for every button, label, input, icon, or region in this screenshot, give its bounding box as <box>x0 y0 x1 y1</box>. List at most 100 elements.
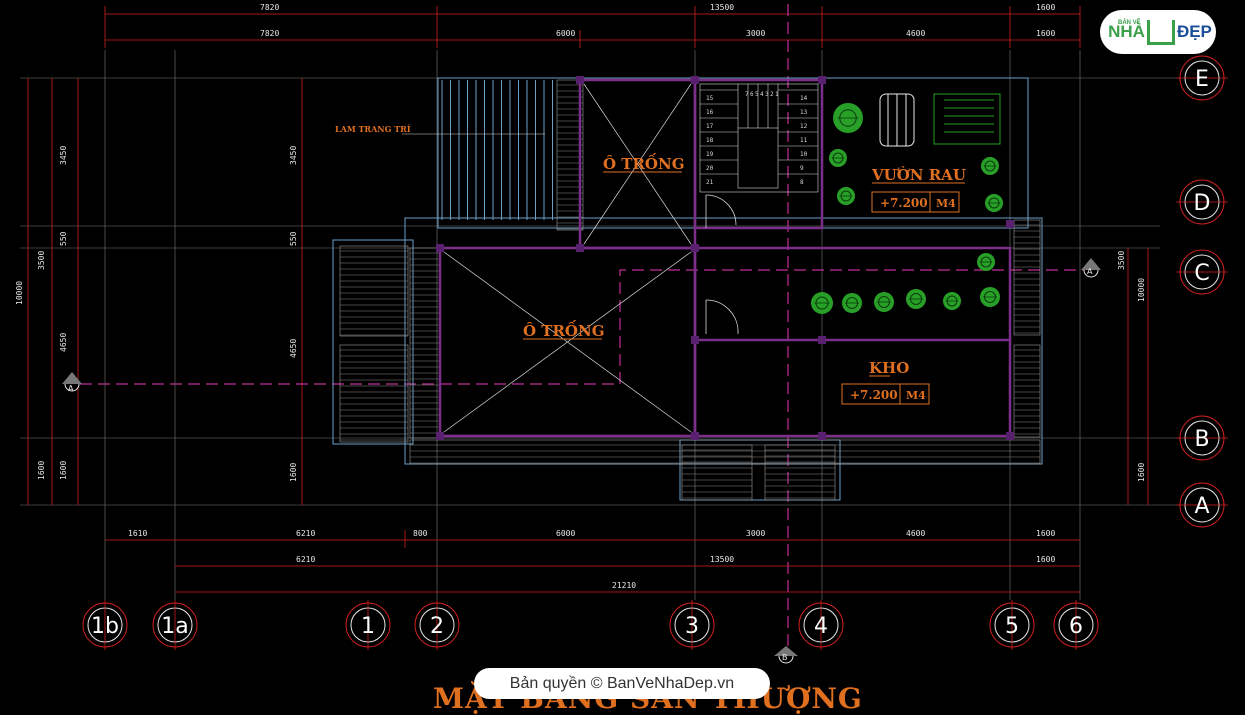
stair-number: 1 <box>775 91 779 98</box>
dim-bot-3: 800 <box>413 529 428 538</box>
dim-left-5: 1600 <box>37 461 46 480</box>
stair-number: 18 <box>706 137 714 144</box>
stair-number: 15 <box>706 95 714 102</box>
dim-left-3: 3500 <box>37 251 46 270</box>
annotation-label: LAM TRANG TRÍ <box>335 124 411 134</box>
section-lines <box>80 4 1090 652</box>
plant-icon <box>829 149 847 167</box>
section-mark-left: A <box>62 372 82 393</box>
dim-bot-6: 4600 <box>906 529 925 538</box>
grid-row-bubble-A: A <box>1176 482 1228 528</box>
stair-number: 20 <box>706 165 714 172</box>
plant-icon <box>943 292 961 310</box>
plant-icon <box>977 253 995 271</box>
plant-icon <box>906 289 926 309</box>
dim-bot-total: 21210 <box>612 581 636 590</box>
grid-row-label: A <box>1194 494 1209 519</box>
dim-right-1: 3500 <box>1117 251 1126 270</box>
dim-right-total: 10000 <box>1137 278 1146 302</box>
room-label-void-top: Ô TRỐNG <box>603 153 685 173</box>
bottom-dimension-lines <box>105 530 1080 593</box>
dim-top-4: 7820 <box>260 29 279 38</box>
dim-bot-5: 3000 <box>746 529 765 538</box>
stair-number: 12 <box>800 123 808 130</box>
grid-col-bubble-1b: 1b <box>82 600 128 650</box>
stair-number: 21 <box>706 179 714 186</box>
dim-top-3: 1600 <box>1036 3 1055 12</box>
dim-top-8: 1600 <box>1036 29 1055 38</box>
plant-icon <box>980 287 1000 307</box>
room-labels: Ô TRỐNG Ô TRỐNG VƯỜN RAU +7.200 M4 KHO +… <box>523 153 966 405</box>
decorative-louvers <box>441 80 553 220</box>
dim-bot-2: 6210 <box>296 529 315 538</box>
dim-bot-10: 1600 <box>1036 555 1055 564</box>
garden-bench <box>933 93 1001 145</box>
grid-row-label: D <box>1194 191 1211 216</box>
dim-left-total: 10000 <box>15 281 24 305</box>
grid-col-label: 1b <box>91 614 119 639</box>
top-dimension-text: 7820 13500 1600 7820 6000 3000 4600 1600 <box>260 3 1055 38</box>
dim-left-6: 1600 <box>59 461 68 480</box>
doors <box>705 194 739 335</box>
grid-row-bubbles: E D C B A <box>1176 55 1228 528</box>
storage-level: +7.200 <box>850 388 898 402</box>
grid-col-label: 3 <box>685 614 699 639</box>
plant-icon <box>874 292 894 312</box>
grid-col-label: 1 <box>361 614 375 639</box>
plant-icon <box>811 292 833 314</box>
grid-row-label: E <box>1195 67 1209 92</box>
annotation-louver: LAM TRANG TRÍ <box>335 124 545 135</box>
grid-col-bubble-4: 4 <box>798 600 844 650</box>
left-dimension-lines <box>27 78 1149 505</box>
grid-col-label: 6 <box>1069 614 1083 639</box>
plant-icon <box>837 187 855 205</box>
grid-row-label: B <box>1194 427 1209 452</box>
dim-bot-8: 6210 <box>296 555 315 564</box>
dim-top-2: 13500 <box>710 3 734 12</box>
garden-code: M4 <box>936 197 956 210</box>
section-marks: A A B <box>62 258 1101 664</box>
left-dimension-text: 3450 550 3500 4650 1600 1600 10000 3450 … <box>15 146 1146 482</box>
grid-row-label: C <box>1194 261 1209 286</box>
grid-row-bubble-C: C <box>1176 249 1228 295</box>
stair-number: 7 <box>745 91 749 98</box>
wall-columns <box>436 76 1014 440</box>
dim-mid-2: 550 <box>289 231 298 246</box>
dim-right-4: 1600 <box>1137 463 1146 482</box>
grid-col-bubble-6: 6 <box>1053 600 1099 650</box>
stair-number: 14 <box>800 95 808 102</box>
dim-bot-4: 6000 <box>556 529 575 538</box>
paving-hatch-rows <box>340 84 1040 499</box>
garden-furniture <box>879 93 915 147</box>
grid-col-bubble-1: 1 <box>345 600 391 650</box>
top-dimension-lines <box>104 6 1081 48</box>
stair-number: 8 <box>800 179 804 186</box>
section-mark-bottom-label: B <box>782 653 788 662</box>
walls <box>438 78 1012 438</box>
plant-icon <box>985 194 1003 212</box>
grid-col-label: 2 <box>430 614 444 639</box>
site-logo: BẢN VẼ NHÀ ĐẸP <box>1100 10 1216 54</box>
logo-main-right: ĐẸP <box>1176 22 1212 41</box>
stair-number: 4 <box>760 91 764 98</box>
copyright-watermark: Bản quyền © BanVeNhaDep.vn <box>474 668 770 699</box>
dim-top-6: 3000 <box>746 29 765 38</box>
dim-mid-4: 1600 <box>289 463 298 482</box>
section-mark-left-label: A <box>68 384 74 393</box>
grid-row-bubble-E: E <box>1176 55 1228 101</box>
dim-top-7: 4600 <box>906 29 925 38</box>
bottom-dimension-text: 1610 6210 800 6000 3000 4600 1600 6210 1… <box>128 529 1055 590</box>
logo-main-left: NHÀ <box>1108 22 1145 41</box>
storage-code: M4 <box>906 389 926 402</box>
stair-number: 5 <box>755 91 759 98</box>
stair-number: 10 <box>800 151 808 158</box>
plant-icon <box>981 157 999 175</box>
grid-row-bubble-B: B <box>1176 415 1228 461</box>
grid-col-label: 4 <box>814 614 828 639</box>
plants <box>811 103 1003 314</box>
dim-bot-7: 1600 <box>1036 529 1055 538</box>
stair-number: 6 <box>750 91 754 98</box>
stair <box>699 83 819 193</box>
